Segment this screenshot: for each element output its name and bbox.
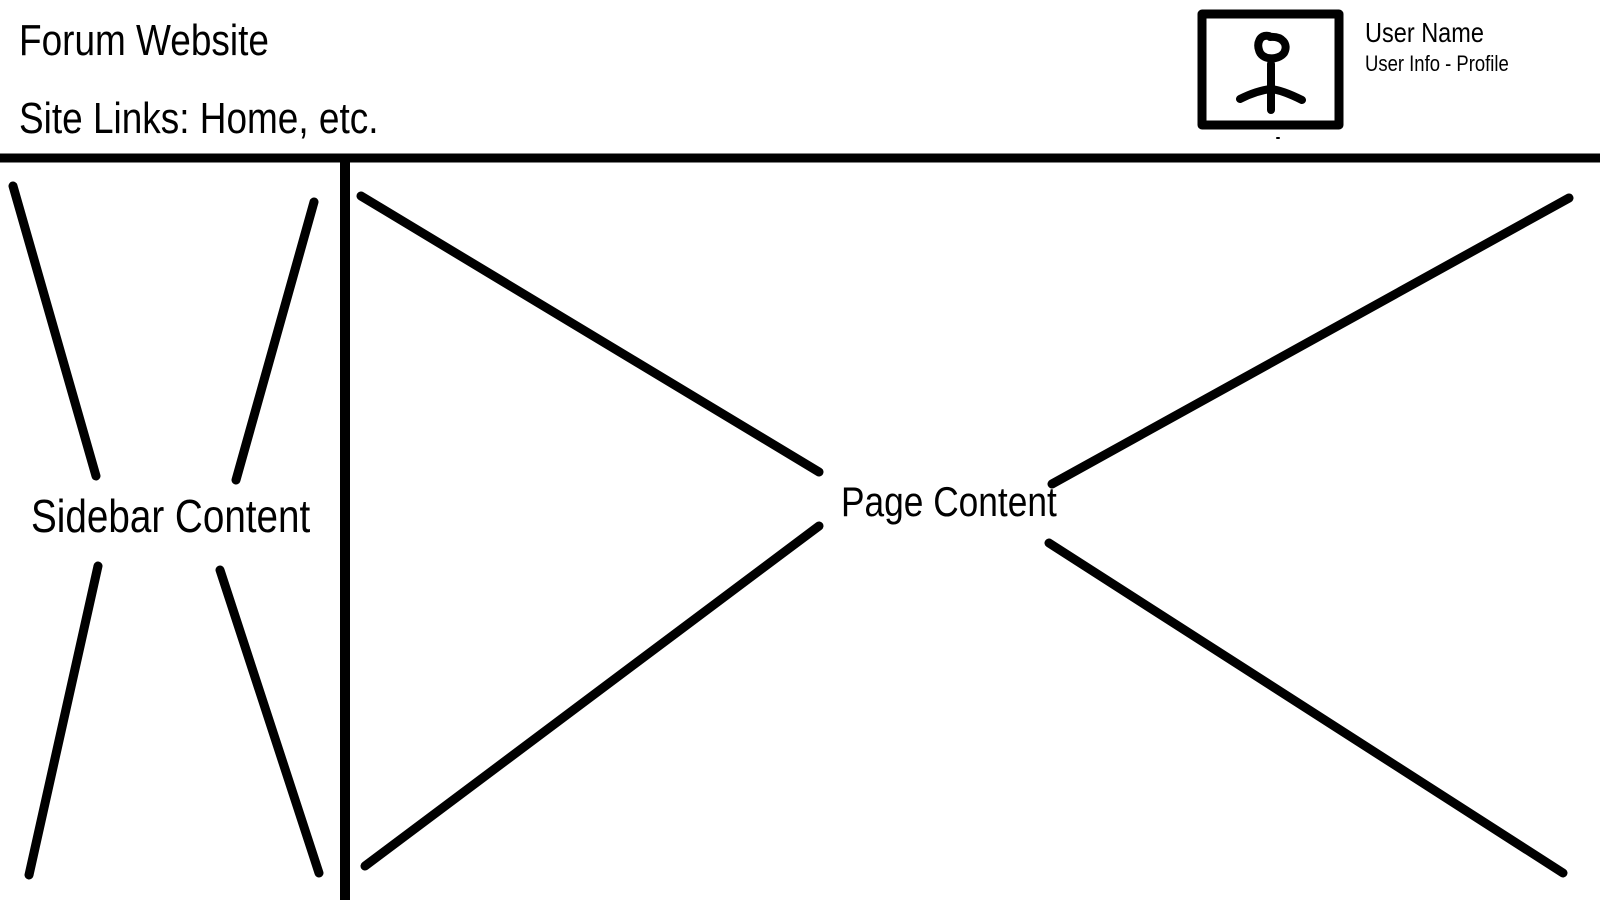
sidebar-content-label: Sidebar Content [31,490,311,542]
page-x-line [356,191,824,477]
sidebar-x-line [8,181,101,481]
avatar-head [1254,31,1290,63]
page-x-line [1047,193,1574,489]
sidebar-x-line [24,561,103,880]
sidebar-x-placeholder-icon [8,181,324,880]
user-name[interactable]: User Name [1365,17,1484,48]
avatar-arms [1236,85,1306,104]
sidebar-x-line [215,565,324,878]
page-x-line [360,521,824,871]
avatar-icon[interactable] [1197,9,1344,139]
user-info-profile-link[interactable]: User Info - Profile [1365,51,1509,76]
site-links-nav[interactable]: Site Links: Home, etc. [19,94,379,143]
site-title[interactable]: Forum Website [19,16,269,65]
page-content-label: Page Content [841,478,1057,525]
page-x-line [1044,538,1568,878]
avatar-frame [1197,9,1344,130]
page-x-placeholder-icon [356,191,1574,878]
sidebar-x-line [231,197,319,485]
